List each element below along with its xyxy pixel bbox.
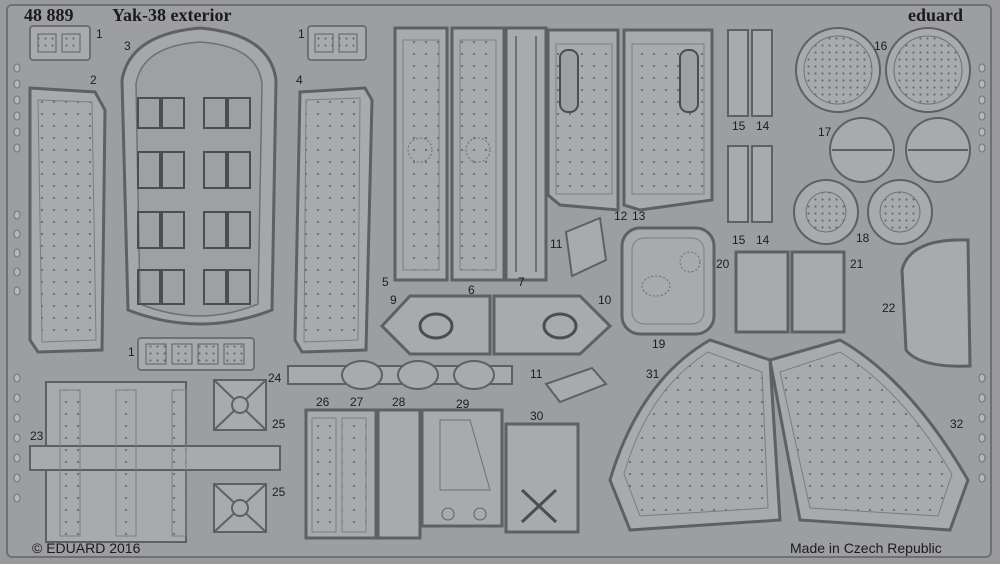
part-number-label: 22 xyxy=(882,301,896,315)
part-number-label: 2 xyxy=(90,73,97,87)
part-4-side-panel xyxy=(293,86,374,354)
part-number-label: 29 xyxy=(456,397,470,411)
part-number-label: 12 xyxy=(614,209,628,223)
part-number-label: 15 xyxy=(732,233,746,247)
part-number-label: 15 xyxy=(732,119,746,133)
part-number-label: 25 xyxy=(272,485,286,499)
part-number-label: 31 xyxy=(646,367,660,381)
part-2-side-panel xyxy=(28,86,107,354)
part-number-label: 28 xyxy=(392,395,406,409)
part-number-label: 1 xyxy=(96,27,103,41)
part-number-label: 5 xyxy=(382,275,389,289)
part-11-brackets xyxy=(544,216,608,404)
part-number-label: 9 xyxy=(390,293,397,307)
brand-logo-text: eduard xyxy=(908,5,964,25)
part-number-label: 3 xyxy=(124,39,131,53)
part-number-label: 16 xyxy=(874,39,888,53)
part-5-6-7-tall-panels xyxy=(393,26,548,282)
part-9-10-panels xyxy=(379,294,613,356)
fret-title: Yak-38 exterior xyxy=(112,5,232,25)
part-26-30-panels xyxy=(304,408,580,540)
part-number-label: 10 xyxy=(598,293,612,307)
part-24-strip xyxy=(287,360,513,390)
part-number-label: 27 xyxy=(350,395,364,409)
part-1-grille-bottom xyxy=(137,337,255,371)
part-number-label: 7 xyxy=(518,275,525,289)
part-1-grille-top xyxy=(29,25,367,61)
part-number-label: 18 xyxy=(856,231,870,245)
origin-text: Made in Czech Republic xyxy=(790,540,942,556)
part-number-label: 1 xyxy=(128,345,135,359)
part-number-label: 17 xyxy=(818,125,832,139)
fret-code: 48 889 xyxy=(24,5,74,25)
part-20-21-panels xyxy=(734,250,846,334)
part-31-32-doors xyxy=(608,338,970,532)
part-19-panel xyxy=(620,226,716,336)
part-23-cross-panel xyxy=(29,381,281,543)
part-number-label: 4 xyxy=(296,73,303,87)
part-number-label: 14 xyxy=(756,233,770,247)
part-17-hubs xyxy=(829,117,971,183)
part-number-label: 24 xyxy=(268,371,282,385)
part-number-label: 1 xyxy=(298,27,305,41)
part-number-label: 14 xyxy=(756,119,770,133)
part-number-label: 11 xyxy=(550,237,563,251)
part-number-label: 19 xyxy=(652,337,666,351)
part-number-label: 23 xyxy=(30,429,44,443)
part-3-canopy-frame xyxy=(120,26,278,326)
left-edge-holes xyxy=(13,63,21,503)
part-18-discs xyxy=(793,179,933,245)
part-number-label: 6 xyxy=(468,283,475,297)
part-number-label: 25 xyxy=(272,417,286,431)
part-number-label: 20 xyxy=(716,257,730,271)
part-25-crosses xyxy=(213,379,267,533)
part-number-label: 26 xyxy=(316,395,330,409)
part-number-label: 11 xyxy=(530,367,543,381)
right-edge-holes xyxy=(978,63,986,483)
part-number-label: 21 xyxy=(850,257,864,271)
part-number-label: 13 xyxy=(632,209,646,223)
copyright-text: © EDUARD 2016 xyxy=(32,540,141,556)
part-22-cover xyxy=(900,238,972,368)
part-12-13-panels xyxy=(546,28,714,212)
part-14-15-strips xyxy=(727,29,773,223)
part-16-wheels xyxy=(795,27,971,113)
part-number-label: 32 xyxy=(950,417,964,431)
part-number-label: 30 xyxy=(530,409,544,423)
